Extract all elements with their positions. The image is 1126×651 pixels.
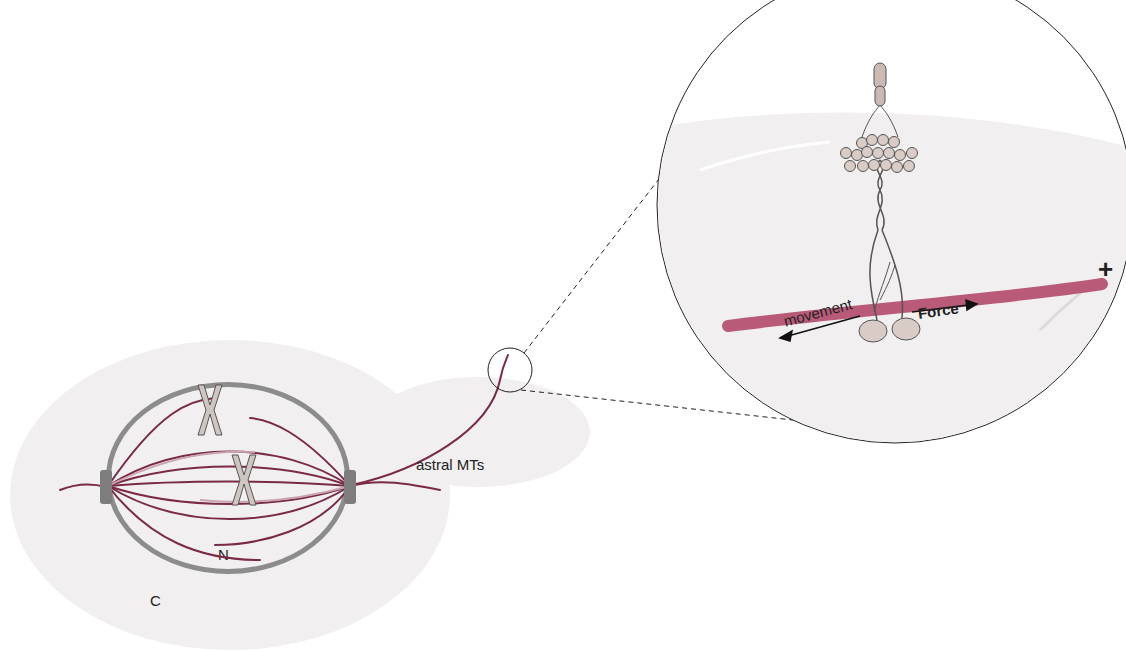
zoom-leader bbox=[524, 148, 683, 353]
light-microtubules bbox=[108, 452, 350, 502]
nucleus-outline bbox=[106, 382, 350, 574]
dynein-motor bbox=[841, 63, 921, 342]
structure-label: astral MTs bbox=[416, 456, 484, 473]
polarity-symbol: + bbox=[1098, 254, 1113, 285]
spindle-microtubules bbox=[60, 355, 508, 560]
spindle-pole-body bbox=[344, 470, 356, 504]
spindle-pole-body bbox=[100, 470, 112, 504]
cell-body: CN bbox=[10, 340, 450, 650]
zoom-leader bbox=[521, 390, 838, 425]
nucleus: N bbox=[106, 382, 350, 574]
zoom-circle bbox=[657, 0, 1126, 443]
chromosome bbox=[198, 385, 256, 505]
direction-label: Force bbox=[917, 299, 960, 322]
node-label: N bbox=[218, 546, 229, 563]
cell-cortex-zoom bbox=[640, 113, 1126, 448]
node-label: C bbox=[150, 592, 161, 609]
direction-label: movement bbox=[782, 295, 854, 330]
zoom-region bbox=[488, 348, 532, 392]
